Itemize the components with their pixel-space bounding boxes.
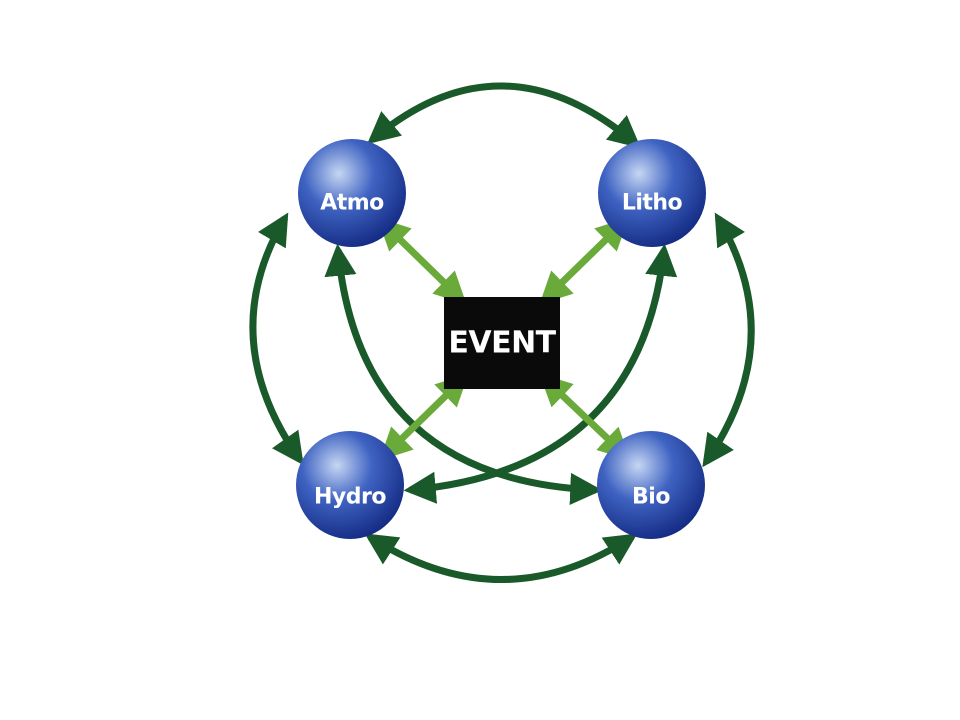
sphere-atmo-label: Atmo xyxy=(320,191,384,216)
sphere-litho-label: Litho xyxy=(622,191,683,216)
arrow-bio-event xyxy=(539,373,631,461)
event-box xyxy=(444,297,560,389)
sphere-atmo: Atmo xyxy=(298,139,406,247)
arrow-litho-event xyxy=(539,217,629,305)
sphere-litho-ball xyxy=(598,139,706,247)
arrow-atmo-event xyxy=(377,217,467,305)
event-node: EVENT xyxy=(444,297,560,389)
sphere-bio: Bio xyxy=(597,431,705,539)
sphere-bio-label: Bio xyxy=(632,485,670,510)
sphere-hydro-label: Hydro xyxy=(314,485,386,510)
arrow-atmo-litho xyxy=(367,82,641,149)
arrow-hydro-event xyxy=(379,373,469,461)
inner-arrows xyxy=(377,217,631,461)
event-label: EVENT xyxy=(448,326,556,361)
sphere-bio-ball xyxy=(597,431,705,539)
arrow-atmo-hydro xyxy=(249,212,304,466)
arrow-hydro-bio xyxy=(364,533,638,583)
sphere-litho: Litho xyxy=(598,139,706,247)
arrow-litho-bio xyxy=(702,212,755,468)
sphere-hydro: Hydro xyxy=(296,431,404,539)
sphere-atmo-ball xyxy=(298,139,406,247)
sphere-hydro-ball xyxy=(296,431,404,539)
